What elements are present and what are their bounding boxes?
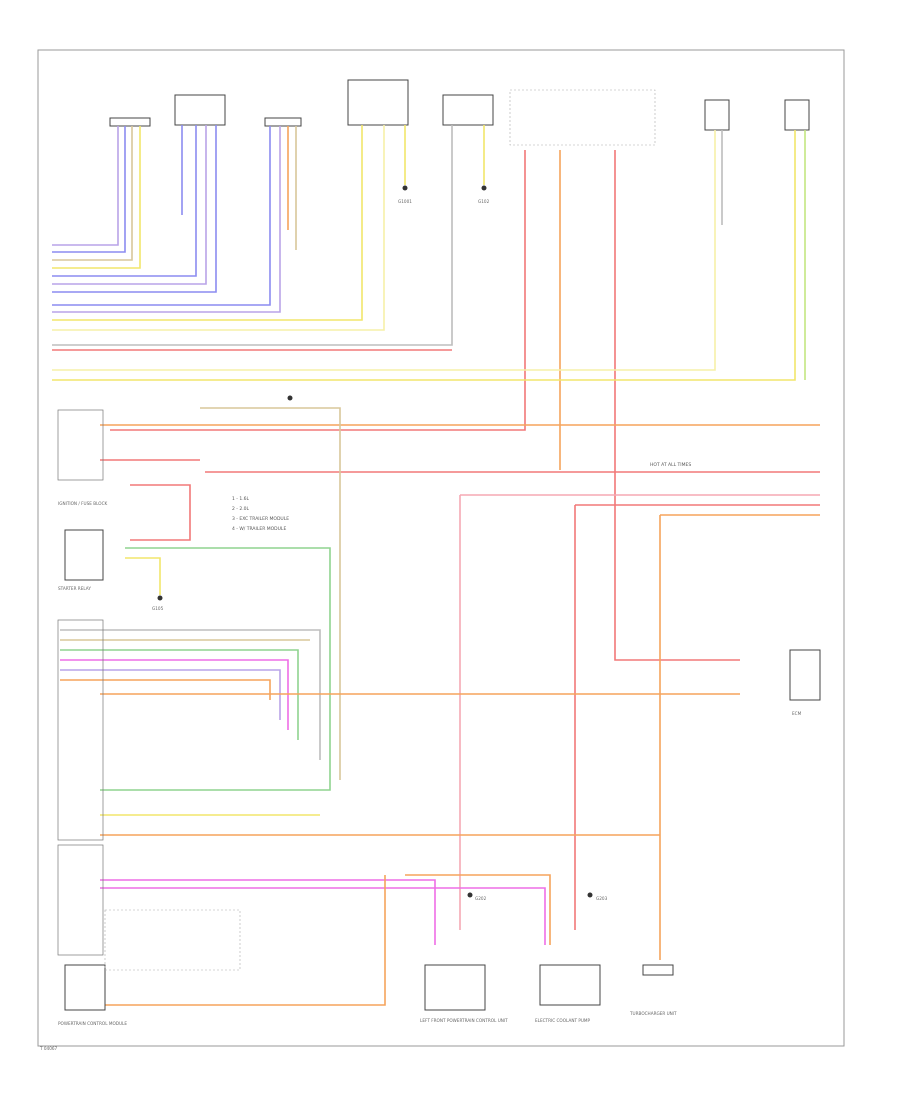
ecm-box [789,649,821,701]
wire-magenta-2 [100,887,546,945]
bottom-left-code: T 04067 [39,1046,58,1051]
wire-tan-1 [52,126,133,261]
ground-g1001-label: G1001 [398,199,412,204]
wire-orange-bottom [100,875,386,1006]
bottom-component-3-label: TURBOCHARGER UNIT [629,1011,677,1016]
top-sensor-7 [704,99,730,131]
wire-magenta-1 [100,879,436,945]
wire-blue-2b [52,125,197,277]
bottom-component-2-label: ELECTRIC COOLANT PUMP [535,1018,591,1023]
hot-at-all-times-label: HOT AT ALL TIMES [650,462,691,468]
top-relay-4 [347,79,409,126]
legend-4: 4 - W/ TRAILER MODULE [232,526,286,532]
ground-dot-6 [587,892,593,898]
fuse-panel-label: IGNITION / FUSE BLOCK [58,501,108,506]
fuse-panel-box [57,409,104,481]
wire-blue-2c [52,125,217,293]
diagram-frame [37,49,845,1047]
left-bottom-component-label: POWERTRAIN CONTROL MODULE [58,1021,127,1026]
wire-violet-3 [52,126,281,313]
wire-violet-2 [52,125,207,285]
pcm-dashed-box [104,909,241,971]
wire-red-left [110,150,526,431]
wire-orange-block [60,679,271,700]
bottom-component-2-box [539,964,601,1006]
bottom-component-1-label: LEFT FRONT POWERTRAIN CONTROL UNIT [420,1018,508,1023]
ground-dot-1 [402,185,408,191]
wire-green-block [60,649,299,740]
left-components [57,409,241,1011]
wire-yellow-1 [52,126,141,269]
ground-g105-label: G105 [152,606,164,611]
wire-yellow-4 [52,125,363,321]
ground-dot-5 [467,892,473,898]
wire-blue-1 [52,126,126,253]
wire-yellow-8 [52,130,796,381]
wire-violet-1 [52,126,119,246]
ground-dot-4 [157,595,163,601]
ecm-connector-left [57,619,104,841]
ground-g202-label: G202 [475,896,487,901]
ecm-label: ECM [792,711,802,716]
wire-blue-3 [52,126,271,306]
top-module-2 [174,94,226,126]
wires [52,125,820,1006]
top-sensor-8 [784,99,810,131]
bottom-component-1-box [424,964,486,1011]
wire-tan-vertical [200,407,341,780]
ground-dot-3 [287,395,293,401]
wire-gray-block [60,629,321,760]
wire-violet-block [60,669,281,720]
top-relay-box [509,89,656,146]
top-components [109,79,810,146]
ecm-connector-left-2 [57,844,104,956]
ground-g203-label: G203 [596,896,608,901]
starter-relay-label: STARTER RELAY [58,586,91,591]
legend-3: 3 - EXC TRAILER MODULE [232,516,289,522]
grounds [157,185,593,898]
wire-lightyellow-4 [52,125,385,331]
pcm-bottom-box [64,964,106,1011]
wire-lightyellow-7 [52,130,716,371]
wire-orange-pump [405,874,551,945]
top-connector-3 [264,117,302,127]
top-module-5 [442,94,494,126]
wire-gray-5 [52,125,453,346]
ground-dot-2 [481,185,487,191]
ground-g102-label: G102 [478,199,490,204]
bottom-component-3-box [642,964,674,976]
bottom-components [424,964,674,1011]
wire-red-loop [130,484,191,541]
legend-1: 1 - 1.6L [232,496,250,502]
top-connector-1 [109,117,151,127]
starter-relay-box [64,529,104,581]
wire-red-ecm [614,150,740,661]
legend-2: 2 - 2.0L [232,506,250,512]
wire-yellow-ground [125,557,161,595]
text-labels: T 04067 IGNITION / FUSE BLOCK STARTER RE… [39,199,802,1051]
wire-green-loop [100,547,331,791]
wire-magenta-block [60,659,289,730]
